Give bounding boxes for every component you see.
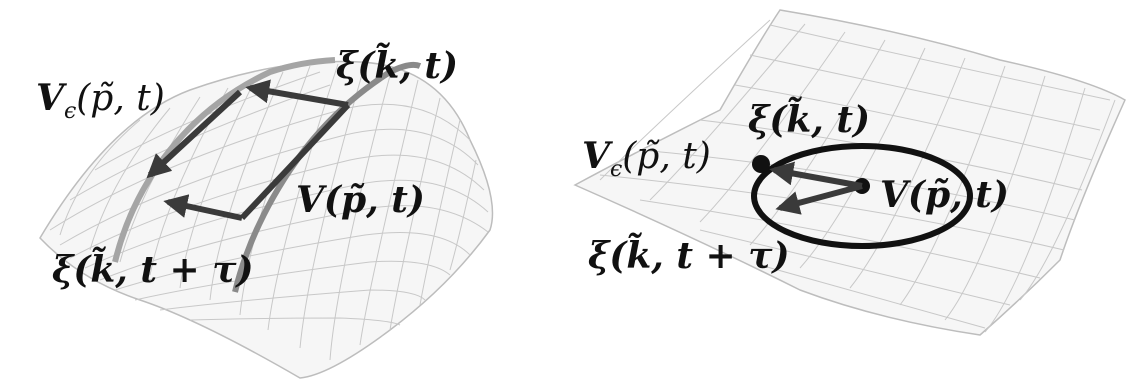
right-surface bbox=[573, 9, 1126, 336]
left-label-v-p-t: V(p̃, t) bbox=[296, 179, 425, 221]
right-label-v-eps: Vϵ(p̃, t) bbox=[582, 135, 711, 182]
right-vector-arrows bbox=[769, 161, 863, 215]
left-vector-arrows bbox=[146, 79, 351, 221]
left-curve-xi-t-tau bbox=[112, 57, 336, 263]
right-surface-grid bbox=[599, 19, 1116, 333]
right-point-on-ellipse bbox=[752, 155, 770, 173]
left-label-xi-k-t: ξ(k̃, t) bbox=[336, 42, 458, 87]
left-surface bbox=[39, 60, 494, 379]
right-panel: ξ(k̃, t) Vϵ(p̃, t) V(p̃, t) ξ(k̃, t + τ) bbox=[573, 9, 1126, 336]
right-label-xi-k-t-tau: ξ(k̃, t + τ) bbox=[588, 232, 789, 277]
right-ellipse-xi bbox=[751, 143, 973, 249]
right-label-xi-k-t: ξ(k̃, t) bbox=[748, 96, 870, 141]
left-label-v-eps: Vϵ(p̃, t) bbox=[36, 77, 165, 124]
left-panel: ξ(k̃, t) Vϵ(p̃, t) V(p̃, t) ξ(k̃, t + τ) bbox=[36, 42, 494, 379]
left-label-xi-k-t-tau: ξ(k̃, t + τ) bbox=[52, 246, 253, 291]
right-label-v-p-t: V(p̃, t) bbox=[880, 174, 1009, 216]
